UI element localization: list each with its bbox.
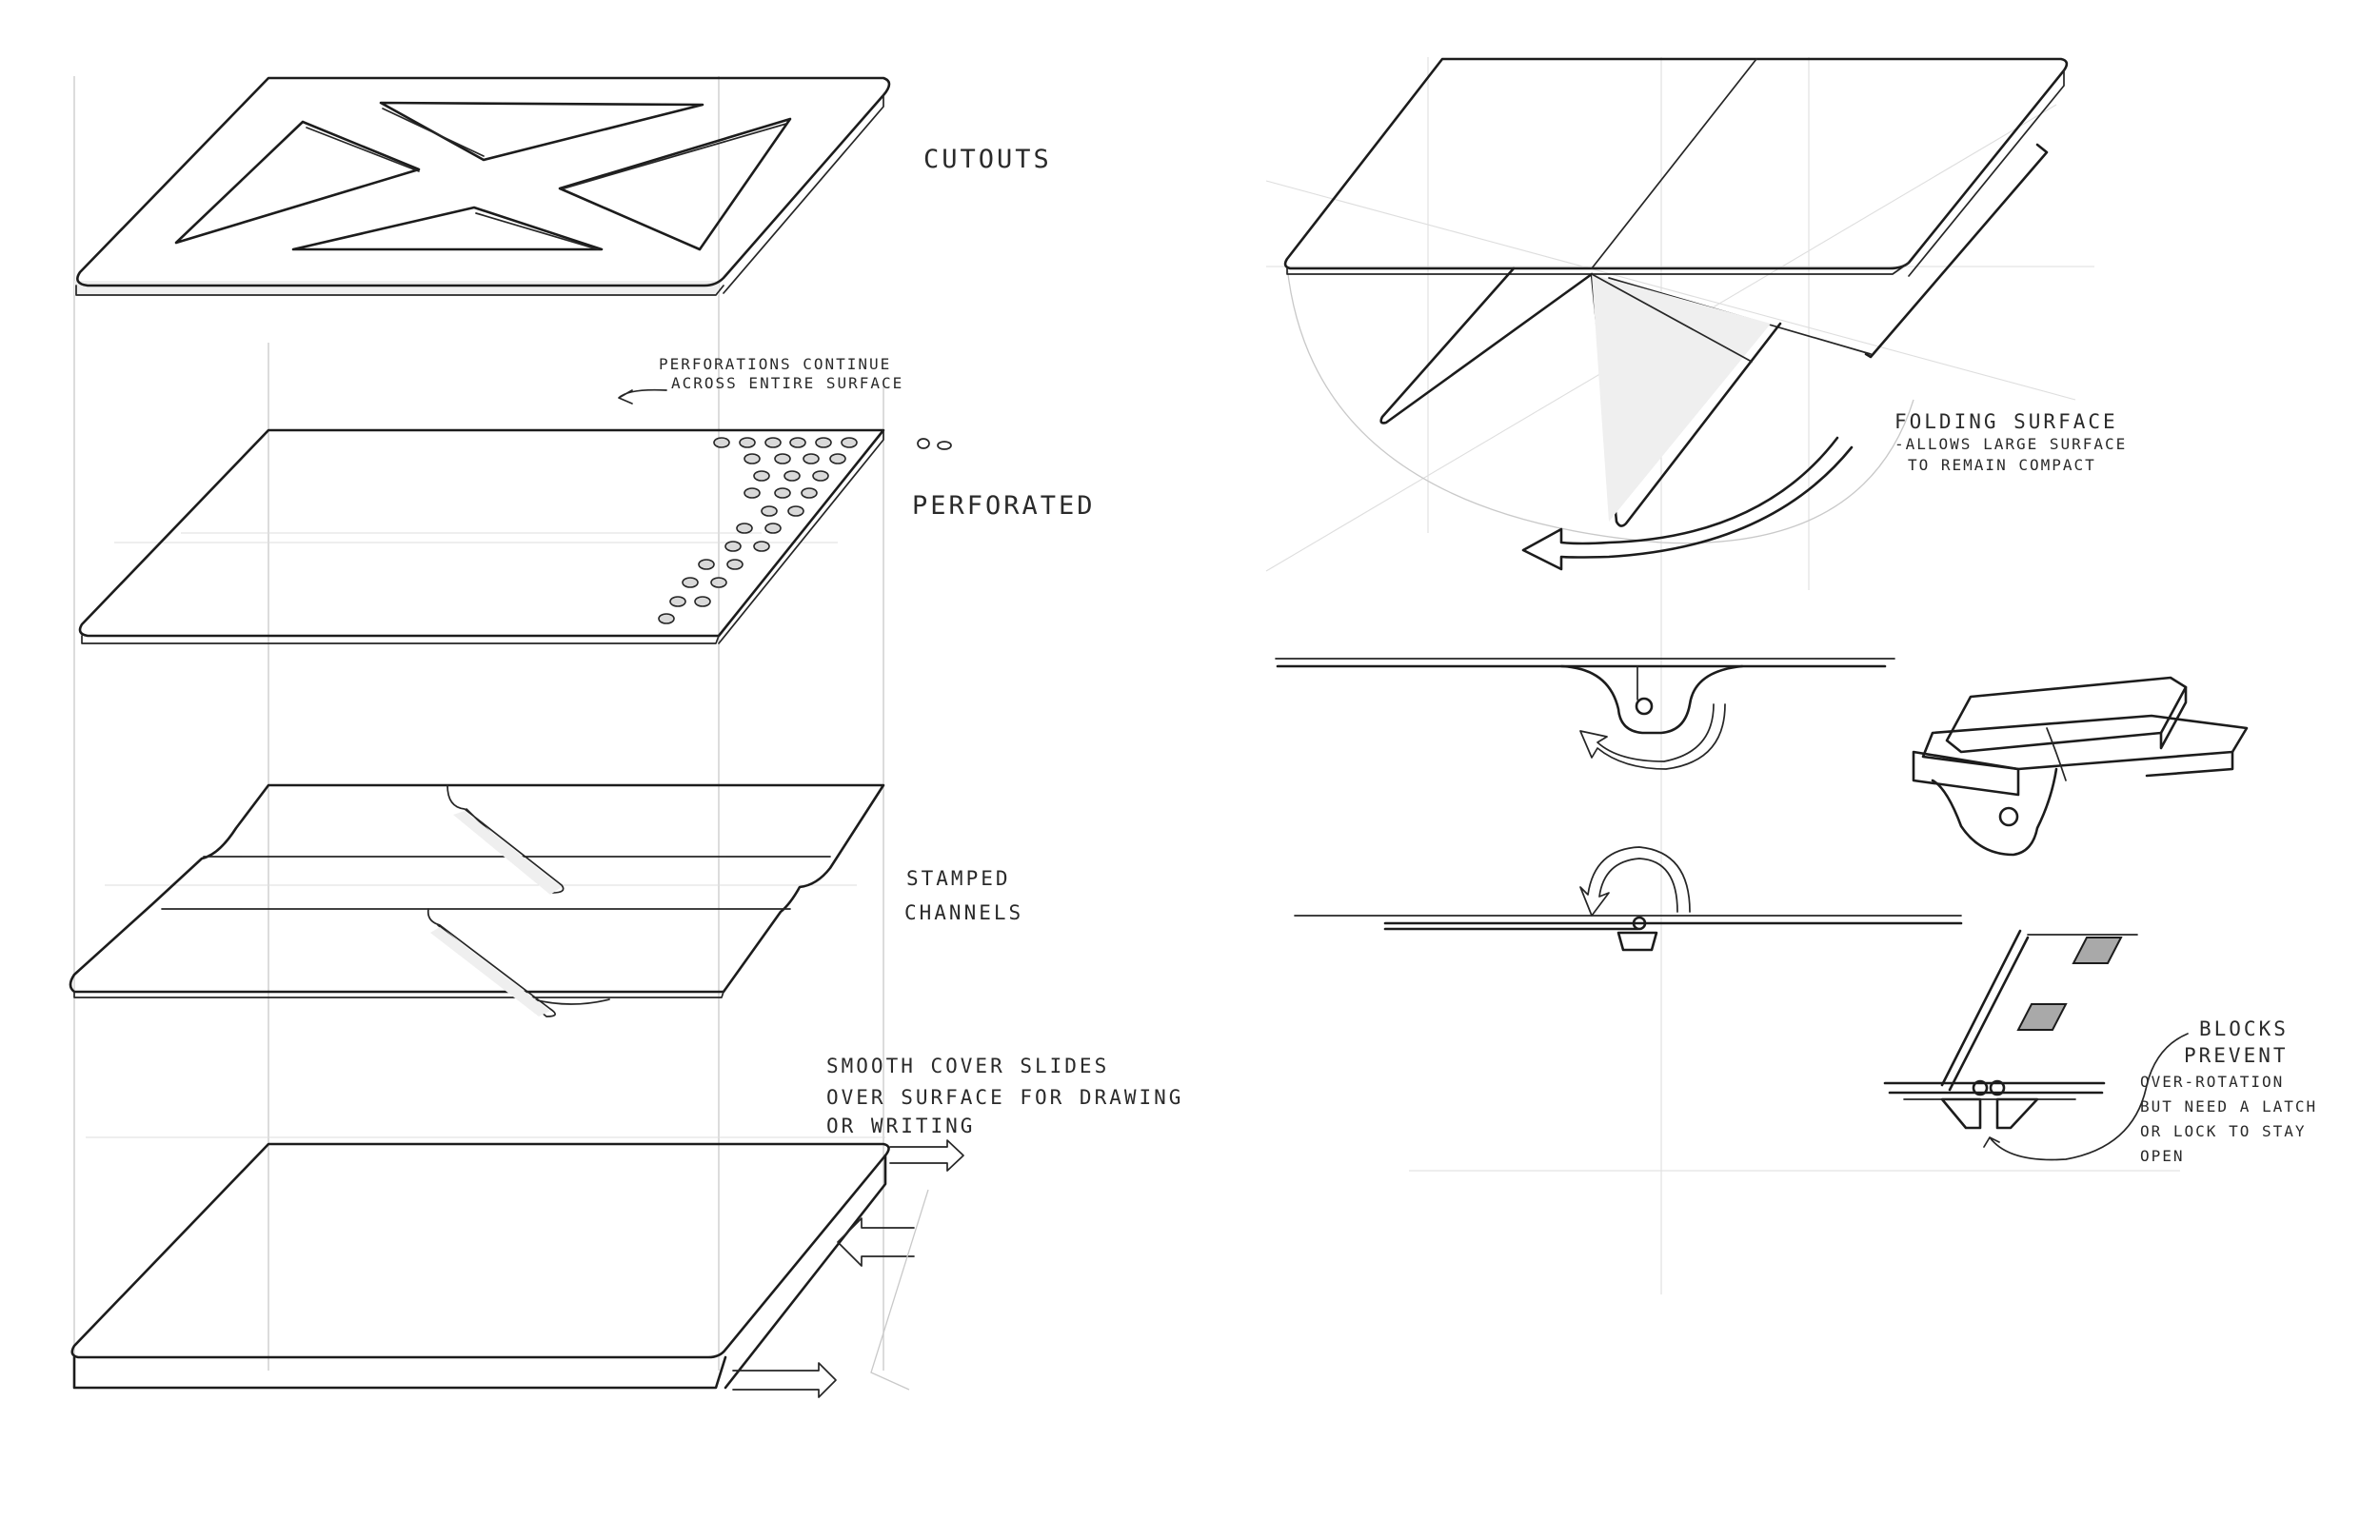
perforation-holes bbox=[658, 437, 858, 624]
construction-guides bbox=[73, 57, 2180, 1371]
label-perforation-note-1: PERFORATIONS CONTINUE bbox=[659, 355, 891, 373]
folding-surface-sketch bbox=[1283, 57, 2069, 571]
label-perforated: PERFORATED bbox=[912, 491, 1096, 521]
hinge-detail-flat-rotation bbox=[1294, 846, 1963, 952]
stamped-channels-plate-sketch bbox=[69, 783, 885, 1017]
annotations: CUTOUTS PERFORATIONS CONTINUE ACROSS ENT… bbox=[659, 145, 2317, 1165]
perforated-plate-sketch bbox=[78, 388, 952, 644]
folding-rotation-arrow bbox=[1521, 436, 1854, 571]
hinge-detail-side-view bbox=[1275, 658, 1895, 770]
smooth-cover-plate-sketch bbox=[70, 1139, 964, 1398]
hinge-detail-blocks-stop bbox=[1883, 929, 2189, 1161]
hinge-detail-3d-blocks bbox=[1912, 676, 2249, 857]
label-blocks-2: PREVENT bbox=[2184, 1044, 2289, 1067]
label-folding-1: FOLDING SURFACE bbox=[1894, 410, 2118, 433]
perforation-note-arrow bbox=[618, 388, 667, 405]
cutout-bottom-triangle bbox=[291, 206, 604, 251]
label-blocks-5: OR LOCK TO STAY bbox=[2140, 1122, 2307, 1140]
label-cover-3: OR WRITING bbox=[826, 1115, 975, 1137]
cutout-top-triangle bbox=[379, 101, 704, 162]
cutout-right-triangle bbox=[558, 117, 792, 251]
label-channels: CHANNELS bbox=[904, 901, 1023, 924]
blocks-callout-leader bbox=[1983, 1033, 2189, 1161]
cutouts-plate-sketch bbox=[74, 76, 891, 296]
label-folding-3: TO REMAIN COMPACT bbox=[1908, 456, 2096, 474]
cutout-left-triangle bbox=[174, 120, 421, 245]
label-blocks-1: BLOCKS bbox=[2199, 1017, 2289, 1040]
label-perforation-note-2: ACROSS ENTIRE SURFACE bbox=[671, 374, 903, 392]
label-blocks-3: OVER-ROTATION bbox=[2140, 1073, 2284, 1091]
label-cutouts: CUTOUTS bbox=[923, 145, 1052, 174]
label-folding-2: -ALLOWS LARGE SURFACE bbox=[1894, 435, 2127, 453]
label-cover-1: SMOOTH COVER SLIDES bbox=[826, 1055, 1109, 1077]
label-stamped: STAMPED bbox=[906, 867, 1011, 890]
label-blocks-4: BUT NEED A LATCH bbox=[2140, 1097, 2317, 1116]
label-blocks-6: OPEN bbox=[2140, 1147, 2185, 1165]
label-cover-2: OVER SURFACE FOR DRAWING bbox=[826, 1086, 1183, 1109]
